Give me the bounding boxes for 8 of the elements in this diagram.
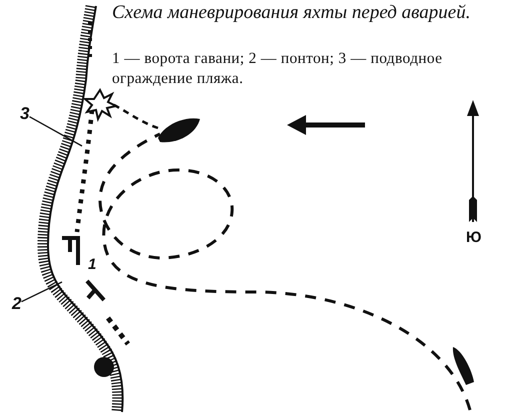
caption: 1 — ворота гавани; 2 — понтон; 3 — подводное ограждение пляжа. xyxy=(112,49,444,89)
leader-line xyxy=(21,281,62,302)
compass-label: Ю xyxy=(466,229,482,246)
callout-number: 3 xyxy=(20,104,30,124)
part-number: 1 xyxy=(88,256,96,273)
leader-line xyxy=(29,116,82,147)
callout-number: 2 xyxy=(12,294,22,314)
title: Схема маневрирования яхты перед аварией. xyxy=(112,2,472,24)
